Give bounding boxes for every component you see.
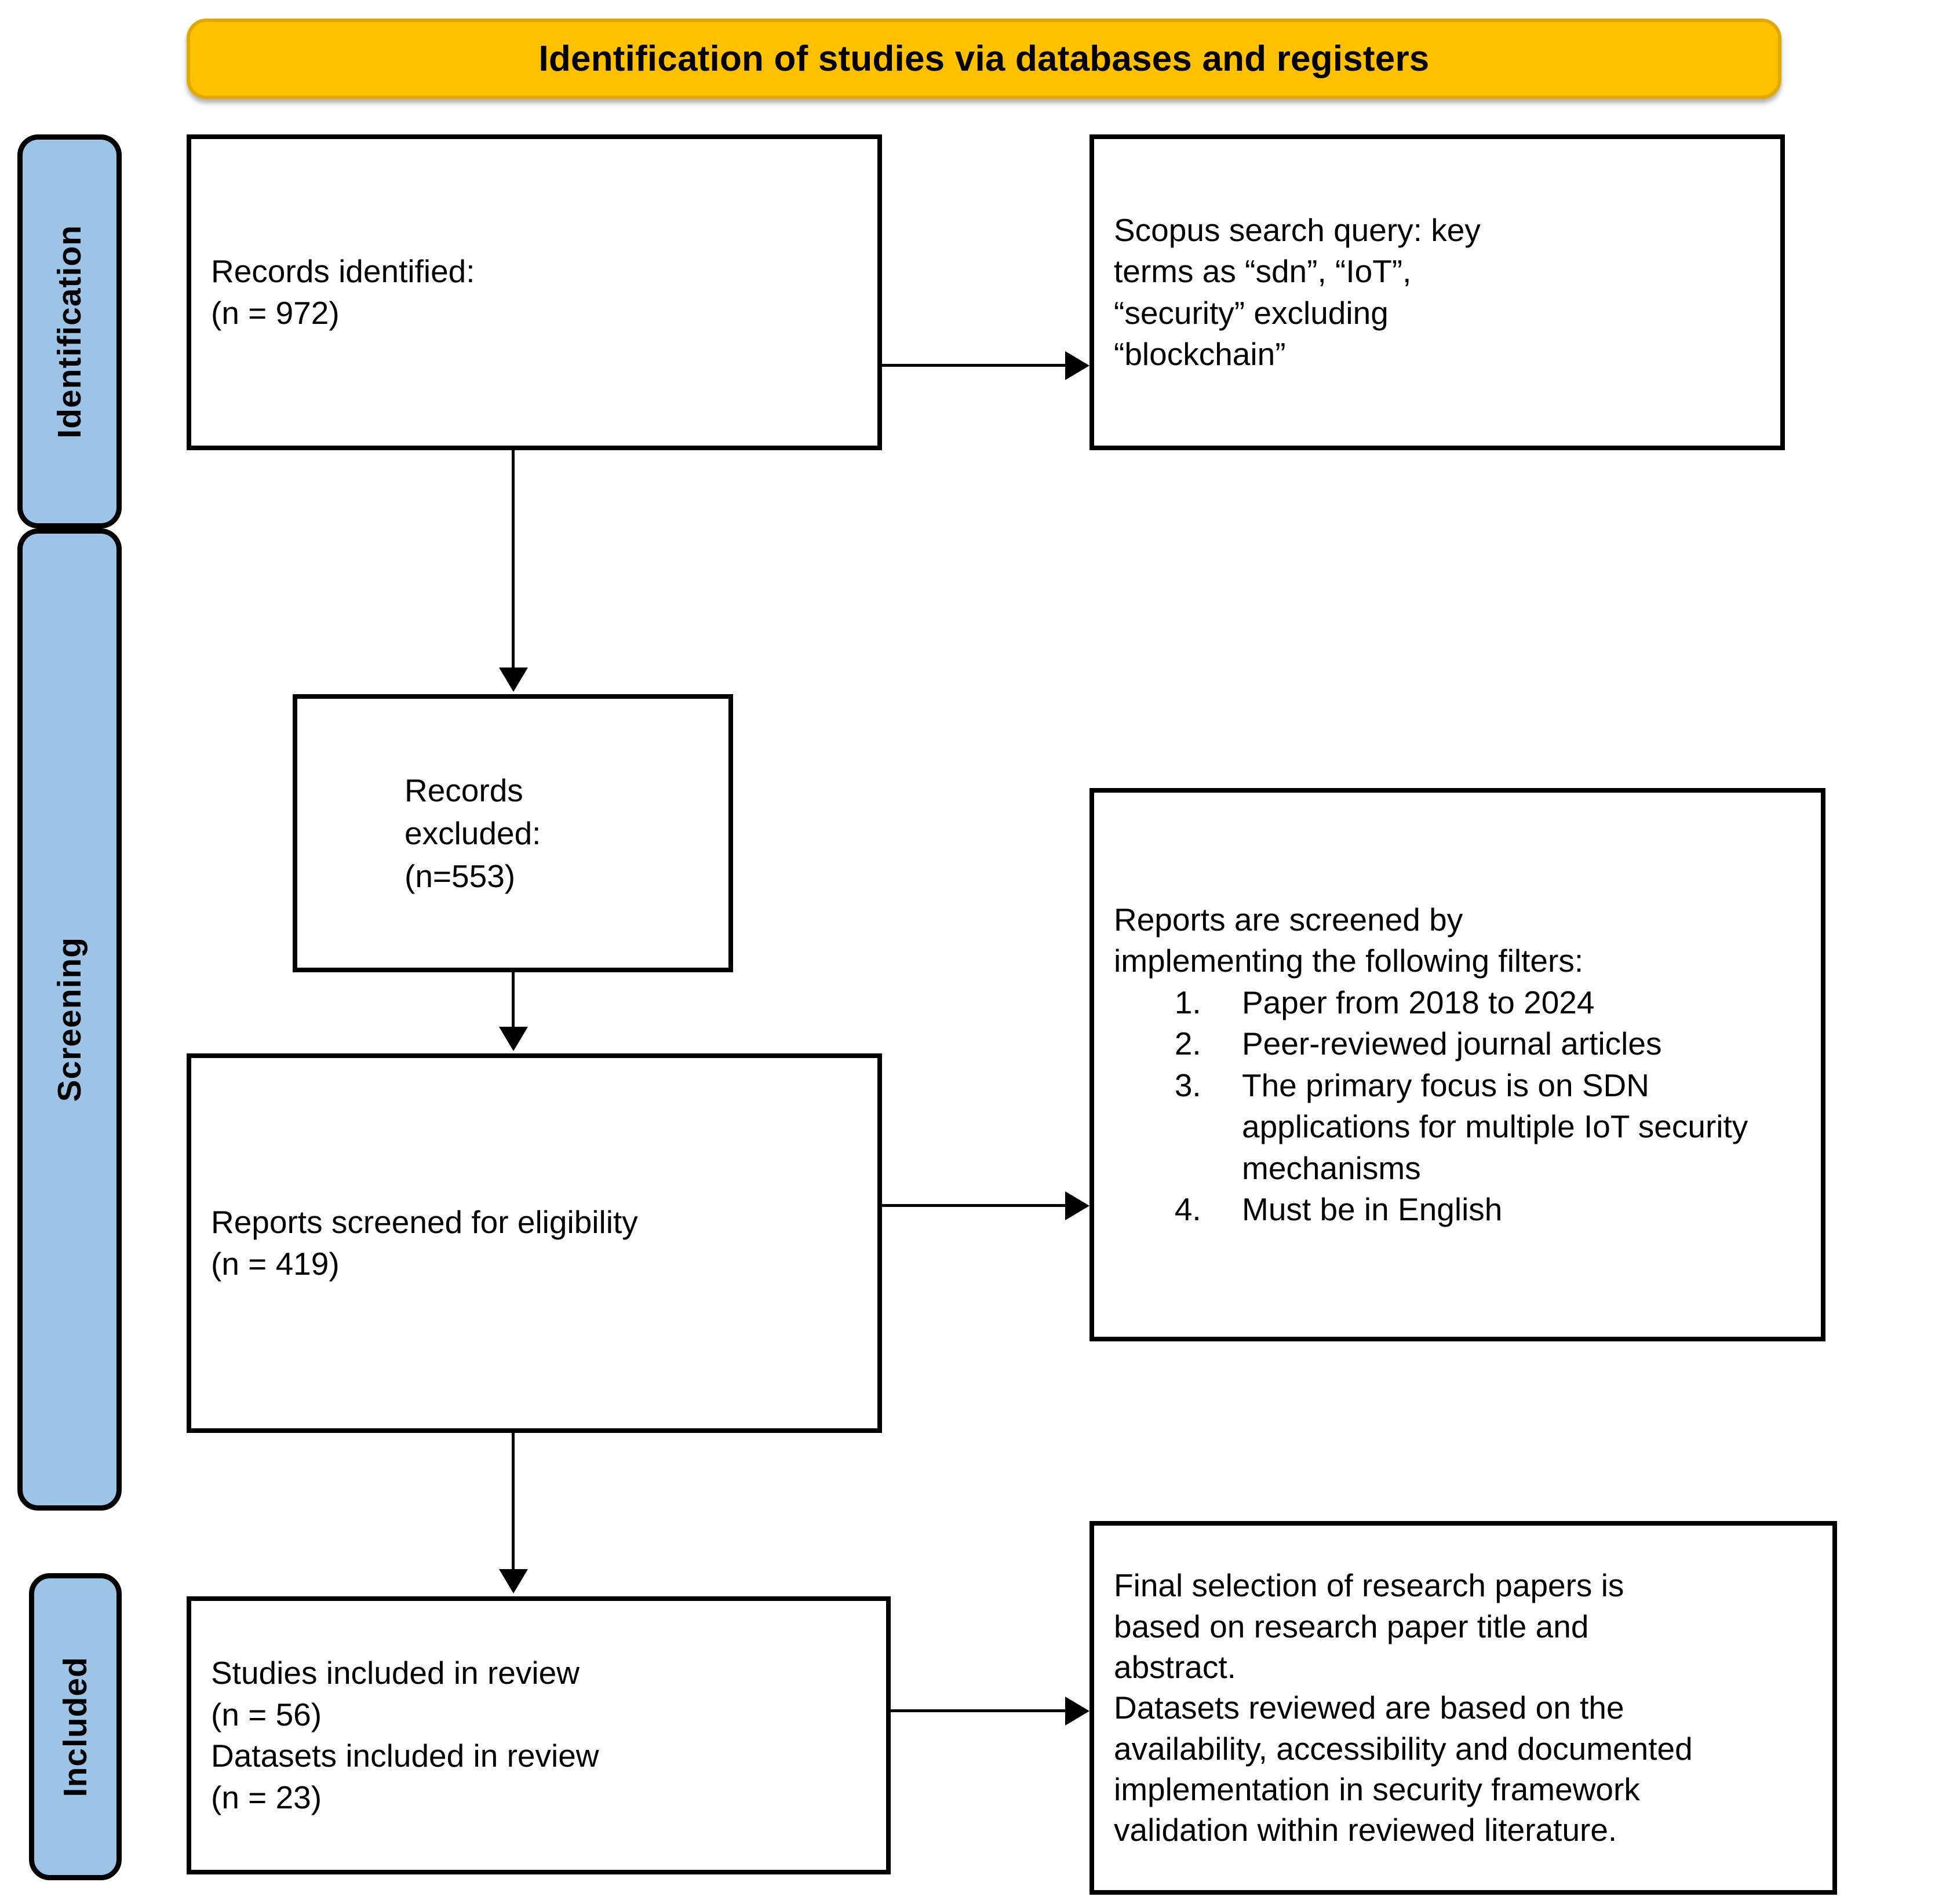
filter-item-3: The primary focus is on SDN applications… xyxy=(1210,1065,1807,1190)
reports-screened-line-2: (n = 419) xyxy=(211,1245,340,1282)
screening-filters-list: Paper from 2018 to 2024 Peer-reviewed jo… xyxy=(1094,982,1821,1231)
box-scopus-search-query-content: Scopus search query: key terms as “sdn”,… xyxy=(1094,210,1780,375)
filter-item-1: Paper from 2018 to 2024 xyxy=(1210,982,1807,1024)
box-reports-screened-for-eligibility: Reports screened for eligibility (n = 41… xyxy=(187,1053,882,1433)
connector-included-to-final xyxy=(891,1709,1067,1712)
stage-rail-screening: Screening xyxy=(17,528,122,1511)
scopus-query-line-1: Scopus search query: key xyxy=(1114,211,1481,248)
screening-filters-intro: Reports are screened by implementing the… xyxy=(1094,899,1821,982)
studies-included-line-3: Datasets included in review xyxy=(211,1738,599,1774)
studies-included-line-4: (n = 23) xyxy=(211,1779,322,1815)
arrowhead-identified-to-excluded xyxy=(499,668,528,692)
filters-intro-line-1: Reports are screened by xyxy=(1114,901,1463,938)
box-reports-screened-content: Reports screened for eligibility (n = 41… xyxy=(191,1202,877,1285)
connector-identified-to-excluded xyxy=(512,450,515,670)
connector-excluded-to-screened xyxy=(512,972,515,1030)
records-identified-line-1: Records identified: xyxy=(211,253,475,289)
filters-intro-line-2: implementing the following filters: xyxy=(1114,943,1584,979)
final-selection-line-2: based on research paper title and xyxy=(1114,1608,1589,1644)
final-selection-line-1: Final selection of research papers is xyxy=(1114,1567,1624,1604)
connector-identified-to-scopus xyxy=(882,364,1067,367)
records-excluded-line-2: excluded: xyxy=(405,815,541,851)
box-records-excluded-content: Records excluded: (n=553) xyxy=(297,769,728,898)
studies-included-line-1: Studies included in review xyxy=(211,1655,580,1691)
arrowhead-identified-to-scopus xyxy=(1065,351,1089,380)
box-scopus-search-query: Scopus search query: key terms as “sdn”,… xyxy=(1089,134,1785,450)
box-studies-included-in-review: Studies included in review (n = 56) Data… xyxy=(187,1596,891,1874)
records-excluded-line-1: Records xyxy=(405,772,523,808)
diagram-header-banner: Identification of studies via databases … xyxy=(187,19,1781,99)
box-screening-filters: Reports are screened by implementing the… xyxy=(1089,788,1825,1341)
reports-screened-line-1: Reports screened for eligibility xyxy=(211,1204,638,1240)
box-records-excluded: Records excluded: (n=553) xyxy=(293,694,733,972)
connector-screened-to-included xyxy=(512,1433,515,1572)
connector-screened-to-filters xyxy=(882,1204,1067,1207)
final-selection-line-6: implementation in security framework xyxy=(1114,1771,1640,1808)
scopus-query-line-4: “blockchain” xyxy=(1114,336,1286,372)
final-selection-line-4: Datasets reviewed are based on the xyxy=(1114,1690,1624,1726)
box-final-selection: Final selection of research papers is ba… xyxy=(1089,1521,1837,1895)
final-selection-line-7: validation within reviewed literature. xyxy=(1114,1812,1617,1848)
box-final-selection-content: Final selection of research papers is ba… xyxy=(1094,1565,1832,1851)
stage-rail-identification-label: Identification xyxy=(51,224,88,439)
scopus-query-line-2: terms as “sdn”, “IoT”, xyxy=(1114,253,1412,289)
stage-rail-screening-label: Screening xyxy=(51,937,88,1102)
filter-item-4: Must be in English xyxy=(1210,1189,1807,1231)
box-records-identified-content: Records identified: (n = 972) xyxy=(191,251,877,334)
stage-rail-included-label: Included xyxy=(57,1656,94,1797)
final-selection-line-3: abstract. xyxy=(1114,1648,1236,1685)
arrowhead-screened-to-filters xyxy=(1065,1191,1089,1220)
diagram-title: Identification of studies via databases … xyxy=(538,39,1430,79)
stage-rail-identification: Identification xyxy=(17,134,122,528)
final-selection-line-5: availability, accessibility and document… xyxy=(1114,1730,1693,1767)
arrowhead-excluded-to-screened xyxy=(499,1027,528,1051)
studies-included-line-2: (n = 56) xyxy=(211,1696,322,1732)
filter-item-2: Peer-reviewed journal articles xyxy=(1210,1023,1807,1065)
arrowhead-included-to-final xyxy=(1065,1697,1089,1726)
records-identified-line-2: (n = 972) xyxy=(211,294,340,331)
box-records-identified: Records identified: (n = 972) xyxy=(187,134,882,450)
records-excluded-line-3: (n=553) xyxy=(405,858,516,895)
box-studies-included-content: Studies included in review (n = 56) Data… xyxy=(191,1653,886,1818)
stage-rail-included: Included xyxy=(29,1573,122,1880)
arrowhead-screened-to-included xyxy=(499,1569,528,1593)
scopus-query-line-3: “security” excluding xyxy=(1114,294,1389,331)
